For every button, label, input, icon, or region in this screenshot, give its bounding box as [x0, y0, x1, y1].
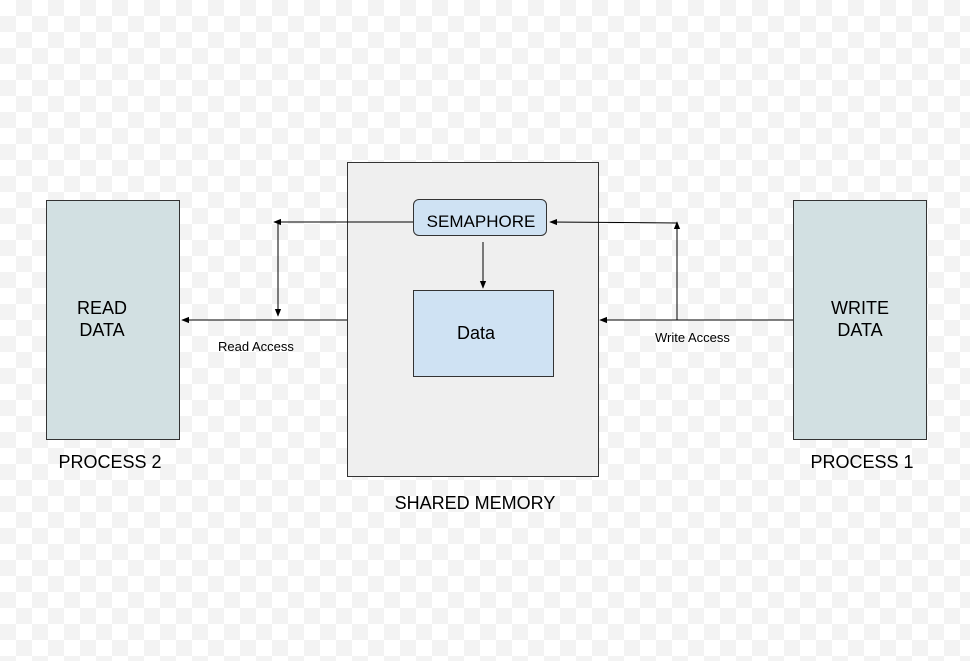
shared-memory-caption: SHARED MEMORY [394, 493, 556, 513]
process-2-box [46, 200, 180, 440]
process-1-box [793, 200, 927, 440]
data-label: Data [456, 323, 496, 343]
write-access-label: Write Access [655, 330, 730, 345]
process-1-caption: PROCESS 1 [810, 452, 914, 472]
process-2-body-line-2: DATA [79, 320, 125, 340]
read-access-label: Read Access [218, 339, 294, 354]
data-box [413, 290, 554, 377]
process-2-body-line-1: READ [76, 298, 127, 318]
process-2-caption: PROCESS 2 [58, 452, 162, 472]
process-1-body-line-2: DATA [837, 320, 883, 340]
semaphore-box [413, 199, 547, 236]
process-1-body-line-1: WRITE [831, 298, 889, 318]
semaphore-label: SEMAPHORE [426, 212, 536, 231]
